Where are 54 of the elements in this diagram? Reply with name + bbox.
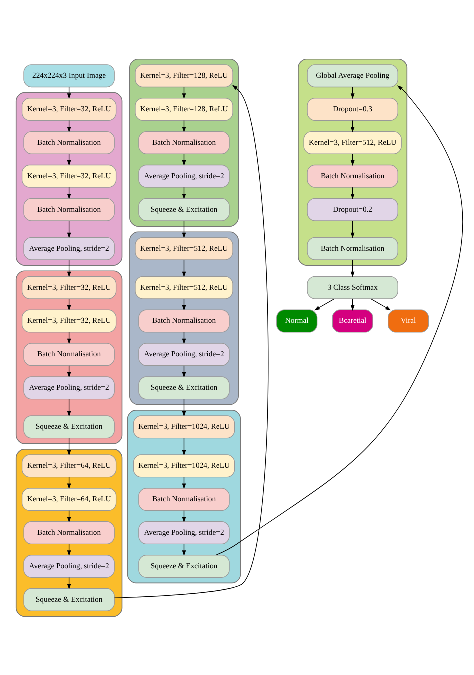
node-box: Batch Normalisation [307, 236, 398, 260]
node-box: Kernel=3, Filter=64, ReLU [22, 488, 117, 511]
arrow [370, 298, 392, 310]
arrow [350, 259, 355, 278]
node-box: Dropout=0.3 [307, 98, 398, 120]
node-box: 224x224x3 Input Image [24, 64, 115, 88]
node-box: Dropout=0.2 [307, 198, 398, 221]
node-box: Kernel=3, Filter=1024, ReLU [133, 415, 236, 438]
node-box: Batch Normalisation [138, 488, 230, 511]
arrow [182, 398, 186, 416]
node-box: Kernel=3, Filter=512, ReLU [135, 236, 234, 260]
arrow [67, 259, 72, 278]
arrow [314, 298, 335, 310]
node-box: Squeeze & Excitation [138, 554, 230, 578]
arrow [67, 398, 72, 416]
node-box: Batch Normalisation [24, 342, 115, 366]
arrow [350, 220, 355, 238]
node-box: Average Pooling, stride=2 [138, 521, 230, 544]
node-box: Squeeze & Excitation [24, 415, 115, 438]
node-box: Average Pooling, stride=2 [138, 164, 230, 188]
arrow [182, 259, 186, 278]
node-box: Batch Normalisation [138, 130, 230, 154]
node-box: Kernel=3, Filter=32, ReLU [22, 309, 117, 332]
node-box: Average Pooling, stride=2 [138, 342, 230, 366]
node-box: Average Pooling, stride=2 [24, 554, 115, 578]
node-box: Global Average Pooling [307, 64, 398, 88]
node-box: Viral [388, 309, 430, 332]
arrow [67, 438, 72, 456]
node-box: Kernel=3, Filter=128, ReLU [135, 98, 234, 120]
node-box: Average Pooling, stride=2 [24, 236, 115, 260]
node-box: Kernel=3, Filter=64, ReLU [22, 454, 117, 478]
node-box: Kernel=3, Filter=32, ReLU [22, 98, 117, 120]
cluster [298, 58, 408, 266]
node-box: Kernel=3, Filter=512, ReLU [304, 130, 402, 154]
node-box: Batch Normalisation [24, 521, 115, 544]
arrow [182, 438, 186, 456]
node-box: Kernel=3, Filter=32, ReLU [22, 164, 117, 188]
node-box: Batch Normalisation [138, 309, 230, 332]
node-box: Bcaretial [332, 309, 374, 332]
node-box: Squeeze & Excitation [138, 198, 230, 221]
node-box: Kernel=3, Filter=32, ReLU [22, 276, 117, 299]
node-box: Normal [276, 309, 318, 332]
node-box: Batch Normalisation [24, 198, 115, 221]
node-box: Batch Normalisation [307, 164, 398, 188]
node-box: Kernel=3, Filter=512, ReLU [135, 276, 234, 299]
node-box: 3 Class Softmax [307, 276, 398, 299]
node-box: Batch Normalisation [24, 130, 115, 154]
node-box: Squeeze & Excitation [24, 588, 115, 611]
node-box: Kernel=3, Filter=1024, ReLU [133, 454, 236, 478]
node-box: Average Pooling, stride=2 [24, 376, 115, 400]
arrow [182, 220, 186, 238]
node-box: Kernel=3, Filter=128, ReLU [135, 64, 234, 88]
arrow [67, 220, 72, 238]
node-box: Squeeze & Excitation [138, 376, 230, 400]
